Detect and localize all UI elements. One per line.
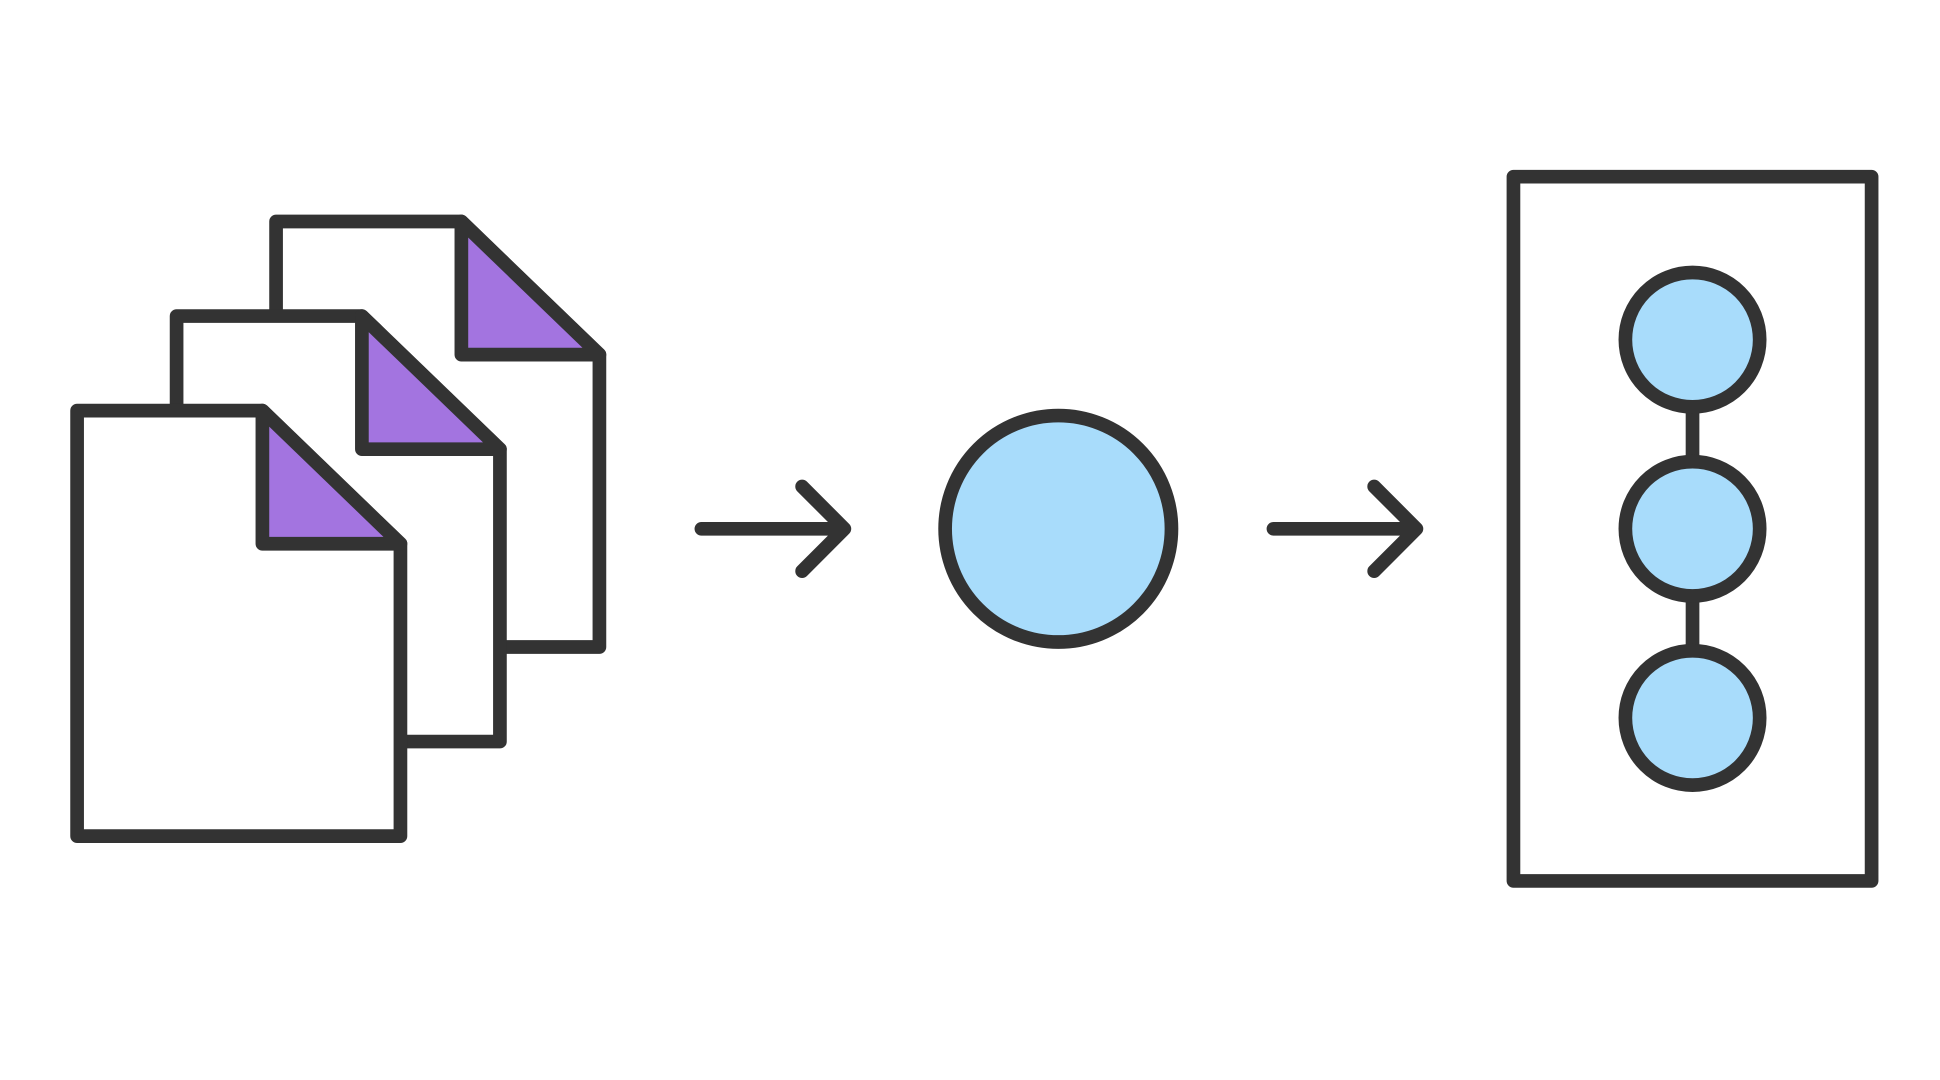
arrow-1 — [694, 479, 852, 578]
arrow-2 — [1266, 479, 1424, 578]
container-box — [1506, 169, 1879, 888]
arrow-right-icon — [694, 479, 852, 578]
documents-stack — [70, 214, 607, 843]
linked-node — [1618, 643, 1767, 792]
document-fold — [454, 214, 607, 362]
document-fold — [355, 309, 507, 457]
document-fold — [255, 403, 408, 551]
linked-node — [1618, 265, 1767, 414]
single-node — [938, 408, 1179, 649]
linked-node — [1618, 454, 1767, 603]
arrow-right-icon — [1266, 479, 1424, 578]
document-icon — [70, 403, 408, 843]
container — [1506, 169, 1879, 888]
